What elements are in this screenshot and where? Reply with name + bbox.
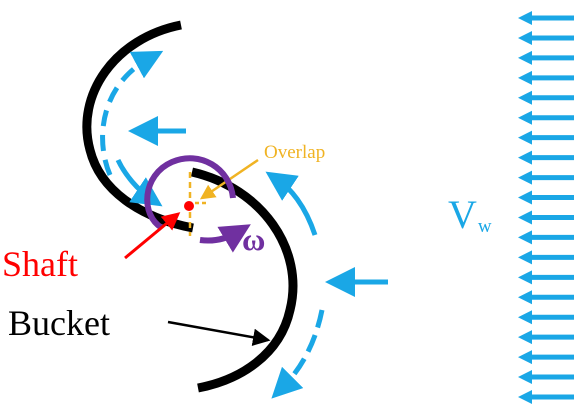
wind-arrow [518, 70, 574, 85]
wind-arrow [518, 11, 574, 25]
wind-arrow [518, 110, 574, 125]
wind-arrow [518, 150, 574, 165]
flow-arrow-lower-top [265, 171, 318, 236]
wind-arrow [518, 130, 574, 145]
wind-arrow [518, 230, 574, 245]
wind-arrow [518, 30, 574, 45]
wind-arrow [518, 90, 574, 105]
wind-velocity-sub: w [478, 216, 492, 237]
wind-arrow [518, 210, 574, 225]
wind-arrow [518, 350, 574, 365]
rotation-arrow-lower [199, 224, 251, 253]
wind-arrow [518, 250, 574, 265]
shaft-dot [184, 201, 194, 211]
wind-arrow [518, 270, 574, 285]
wind-arrow [518, 290, 574, 305]
wind-arrow [518, 310, 574, 325]
wind-velocity-main: V [448, 192, 477, 237]
wind-arrow [518, 170, 574, 185]
wind-arrow [518, 330, 574, 345]
wind-arrow [518, 370, 574, 385]
shaft-label: Shaft [2, 244, 78, 284]
flow-arrow-lower-bottom [271, 309, 325, 399]
wind-arrows [518, 11, 574, 404]
rotation-arrow [144, 155, 236, 231]
bucket-pointer [167, 320, 271, 346]
upper-bucket [82, 20, 194, 233]
overlap-label: Overlap [264, 142, 325, 163]
wind-arrow [518, 390, 574, 404]
lower-bucket [190, 167, 298, 393]
wind-velocity-label: Vw [448, 192, 492, 237]
omega-label: ω [242, 221, 265, 257]
wind-arrow [518, 50, 574, 65]
wind-arrow [518, 190, 574, 205]
bucket-label: Bucket [8, 303, 110, 343]
shaft-pointer [124, 212, 181, 260]
flow-arrow-upper-outer [100, 50, 164, 176]
